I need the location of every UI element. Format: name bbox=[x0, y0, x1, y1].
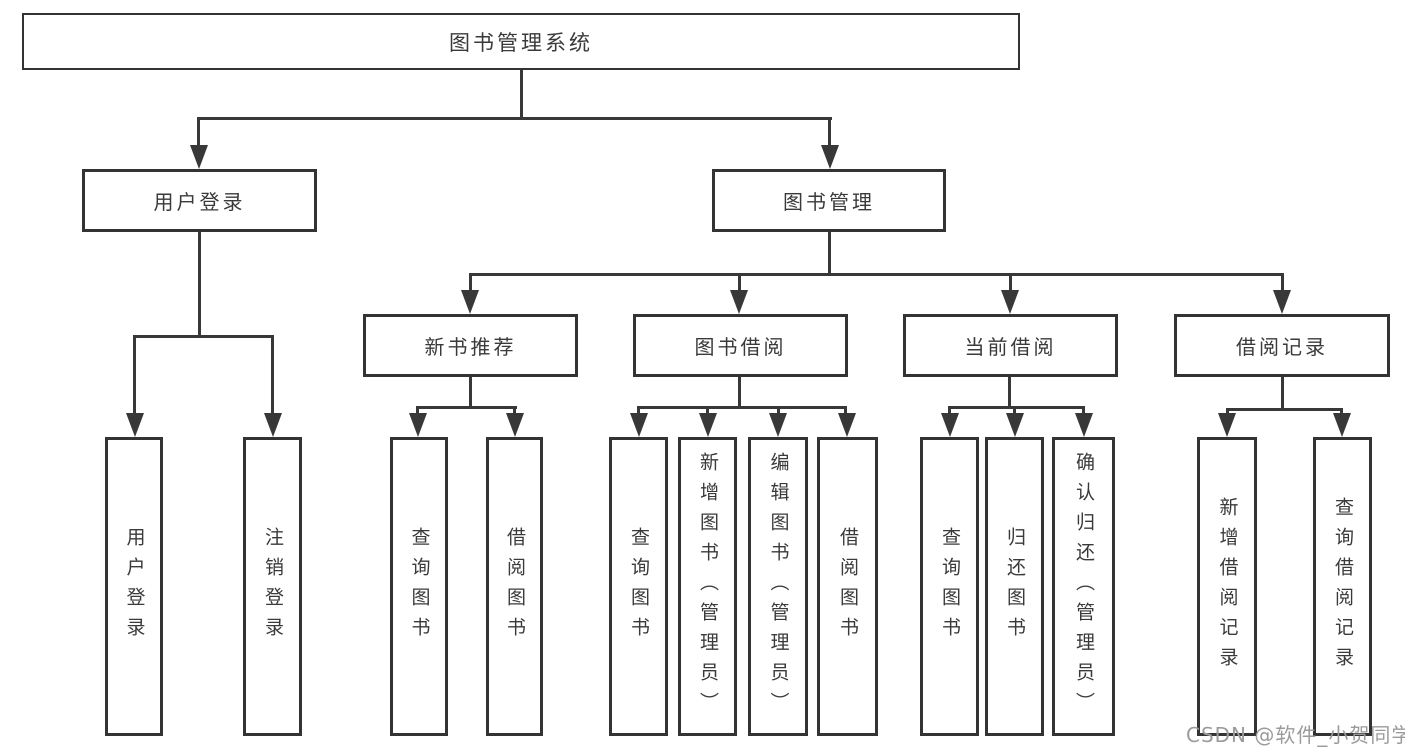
node-label: 注销登录 bbox=[262, 526, 284, 647]
connector-line bbox=[1281, 273, 1284, 292]
node-label: 新增借阅记录 bbox=[1216, 496, 1239, 677]
connector-line bbox=[133, 335, 136, 415]
node-label: 借阅图书 bbox=[837, 526, 859, 647]
connector-line bbox=[271, 335, 274, 415]
node-label: 查询图书 bbox=[939, 526, 961, 647]
arrowhead-icon bbox=[1218, 413, 1236, 437]
arrowhead-icon bbox=[190, 145, 208, 169]
leaf-rec-borrow-book: 借阅图书 bbox=[486, 437, 543, 736]
connector-line bbox=[469, 273, 1283, 276]
arrowhead-icon bbox=[821, 145, 839, 169]
leaf-cb-query-book: 查询图书 bbox=[920, 437, 979, 736]
node-label: 查询图书 bbox=[408, 526, 431, 647]
node-label: 当前借阅 bbox=[964, 335, 1057, 359]
node-user-login-group: 用户登录 bbox=[82, 169, 317, 232]
node-label: 新书推荐 bbox=[424, 335, 517, 359]
leaf-user-login: 用户登录 bbox=[105, 437, 163, 736]
connector-line bbox=[197, 117, 200, 149]
connector-line bbox=[844, 406, 847, 415]
connector-line bbox=[1226, 408, 1343, 411]
node-borrow-record: 借阅记录 bbox=[1174, 314, 1390, 377]
arrowhead-icon bbox=[699, 413, 717, 437]
connector-line bbox=[198, 232, 201, 335]
leaf-bb-borrow-book: 借阅图书 bbox=[817, 437, 878, 736]
arrowhead-icon bbox=[838, 413, 856, 437]
node-label: 编辑图书（管理员） bbox=[767, 451, 790, 722]
connector-line bbox=[1013, 406, 1016, 415]
connector-line bbox=[1281, 377, 1284, 408]
connector-line bbox=[948, 406, 1085, 409]
node-label: 归还图书 bbox=[1004, 526, 1026, 647]
node-label: 确认归还（管理员） bbox=[1073, 451, 1095, 722]
connector-line bbox=[416, 406, 517, 409]
arrowhead-icon bbox=[506, 413, 524, 437]
connector-line bbox=[948, 406, 951, 415]
connector-line bbox=[828, 232, 831, 273]
connector-line bbox=[520, 70, 523, 117]
connector-line bbox=[706, 406, 709, 415]
leaf-bb-edit-book-admin: 编辑图书（管理员） bbox=[748, 437, 808, 736]
leaf-bb-query-book: 查询图书 bbox=[609, 437, 668, 736]
node-label: 图书借阅 bbox=[694, 335, 787, 359]
connector-line bbox=[197, 117, 832, 120]
node-label: 查询图书 bbox=[628, 526, 650, 647]
node-label: 借阅图书 bbox=[504, 526, 526, 647]
arrowhead-icon bbox=[1001, 290, 1019, 314]
node-label: 图书管理 bbox=[783, 190, 875, 214]
node-label: 新增图书（管理员） bbox=[697, 451, 719, 722]
arrowhead-icon bbox=[630, 413, 648, 437]
leaf-br-add-record: 新增借阅记录 bbox=[1197, 437, 1257, 736]
arrowhead-icon bbox=[126, 413, 144, 437]
connector-line bbox=[637, 406, 847, 409]
connector-line bbox=[637, 406, 640, 415]
leaf-rec-query-book: 查询图书 bbox=[390, 437, 448, 736]
leaf-cb-confirm-return-admin: 确认归还（管理员） bbox=[1052, 437, 1115, 736]
connector-line bbox=[133, 335, 274, 338]
leaf-bb-add-book-admin: 新增图书（管理员） bbox=[678, 437, 737, 736]
leaf-cb-return-book: 归还图书 bbox=[985, 437, 1044, 736]
node-root-system: 图书管理系统 bbox=[22, 13, 1020, 70]
connector-line bbox=[738, 273, 741, 292]
connector-line bbox=[777, 406, 780, 415]
node-label: 用户登录 bbox=[123, 526, 146, 647]
node-label: 借阅记录 bbox=[1236, 335, 1328, 359]
arrowhead-icon bbox=[1333, 413, 1351, 437]
connector-line bbox=[738, 377, 741, 406]
leaf-br-query-record: 查询借阅记录 bbox=[1313, 437, 1372, 736]
csdn-watermark: CSDN @软件_小贺同学 bbox=[1186, 723, 1405, 747]
arrowhead-icon bbox=[1273, 290, 1291, 314]
connector-line bbox=[469, 273, 472, 292]
arrowhead-icon bbox=[461, 290, 479, 314]
connector-line bbox=[1340, 408, 1343, 415]
node-current-borrow: 当前借阅 bbox=[903, 314, 1118, 377]
arrowhead-icon bbox=[730, 290, 748, 314]
connector-line bbox=[513, 406, 516, 415]
leaf-logout-login: 注销登录 bbox=[243, 437, 302, 736]
connector-line bbox=[469, 377, 472, 406]
node-label: 查询借阅记录 bbox=[1332, 496, 1354, 677]
arrowhead-icon bbox=[769, 413, 787, 437]
arrowhead-icon bbox=[264, 413, 282, 437]
arrowhead-icon bbox=[1006, 413, 1024, 437]
connector-line bbox=[416, 406, 419, 415]
node-book-borrow: 图书借阅 bbox=[633, 314, 848, 377]
node-book-management-group: 图书管理 bbox=[712, 169, 946, 232]
node-label: 用户登录 bbox=[153, 190, 246, 214]
connector-line bbox=[828, 117, 831, 149]
connector-line bbox=[1082, 406, 1085, 415]
connector-line bbox=[1008, 377, 1011, 406]
arrowhead-icon bbox=[941, 413, 959, 437]
connector-line bbox=[1009, 273, 1012, 292]
arrowhead-icon bbox=[1075, 413, 1093, 437]
arrowhead-icon bbox=[409, 413, 427, 437]
connector-line bbox=[1226, 408, 1229, 415]
node-new-book-recommend: 新书推荐 bbox=[363, 314, 578, 377]
node-label: 图书管理系统 bbox=[449, 30, 593, 55]
